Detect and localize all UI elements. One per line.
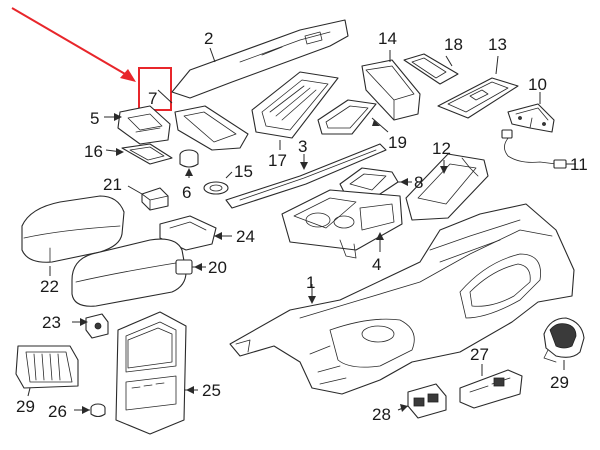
label-23: 24 — [236, 227, 255, 246]
part-29-air-vent — [15, 345, 79, 397]
part-12-charging-bin — [405, 153, 489, 221]
part-24-rear-panel — [115, 311, 198, 435]
part-27-switch — [397, 383, 447, 419]
label-5: 6 — [182, 183, 191, 202]
label-18: 19 — [388, 133, 407, 152]
label-14: 16 — [84, 142, 103, 161]
highlight-arrowhead — [120, 69, 136, 82]
label-10: 10 — [528, 75, 547, 94]
part-7-tray — [174, 105, 249, 151]
label-26: 27 — [470, 345, 489, 364]
part-6-switch-panel — [104, 105, 171, 145]
part-15-ring — [203, 171, 233, 195]
label-15: 15 — [234, 162, 253, 181]
label-27: 28 — [372, 405, 391, 424]
label-20: 21 — [103, 175, 122, 194]
part-22-clip — [72, 313, 109, 339]
label-17: 18 — [444, 35, 463, 54]
label-1: 1 — [306, 273, 315, 292]
label-22: 23 — [42, 313, 61, 332]
part-5-knob — [179, 149, 199, 178]
part-2-trim-strip — [171, 19, 349, 99]
label-12: 12 — [432, 139, 451, 158]
label-7: 7 — [148, 89, 157, 108]
label-16: 17 — [268, 151, 287, 170]
label-9: 13 — [488, 35, 507, 54]
label-19: 20 — [208, 258, 227, 277]
label-3: 3 — [298, 137, 307, 156]
label-8: 8 — [414, 173, 423, 192]
part-4-center-panel — [281, 189, 403, 259]
part-3-trim-strip — [225, 143, 387, 209]
part-14-trim-insert — [105, 143, 173, 165]
part-16-tray — [251, 71, 339, 150]
label-21: 22 — [40, 277, 59, 296]
label-24: 25 — [202, 381, 221, 400]
part-18-mat — [317, 99, 389, 135]
label-11: 11 — [570, 155, 588, 174]
part-25-plug — [74, 403, 106, 418]
label-6: 5 — [90, 109, 99, 128]
part-13-storage-bin — [361, 50, 421, 121]
part-9-tray — [437, 55, 519, 119]
part-10-bracket — [507, 92, 555, 133]
label-2: 2 — [204, 29, 213, 48]
label-28: 29 — [550, 373, 569, 392]
part-28-gear-selector — [543, 317, 585, 370]
label-29: 29 — [16, 397, 35, 416]
label-13: 14 — [378, 29, 397, 48]
part-20-block — [127, 185, 169, 211]
part-11-cable — [501, 129, 576, 169]
part-26-switch-block — [459, 364, 523, 409]
label-25: 26 — [48, 402, 67, 421]
part-1-center-console — [229, 203, 575, 395]
label-4: 4 — [372, 255, 381, 274]
part-19-armrest-base — [71, 238, 206, 307]
part-17-cover — [403, 53, 459, 85]
part-21-armrest-lid — [21, 195, 125, 276]
highlight-arrow — [11, 7, 133, 79]
